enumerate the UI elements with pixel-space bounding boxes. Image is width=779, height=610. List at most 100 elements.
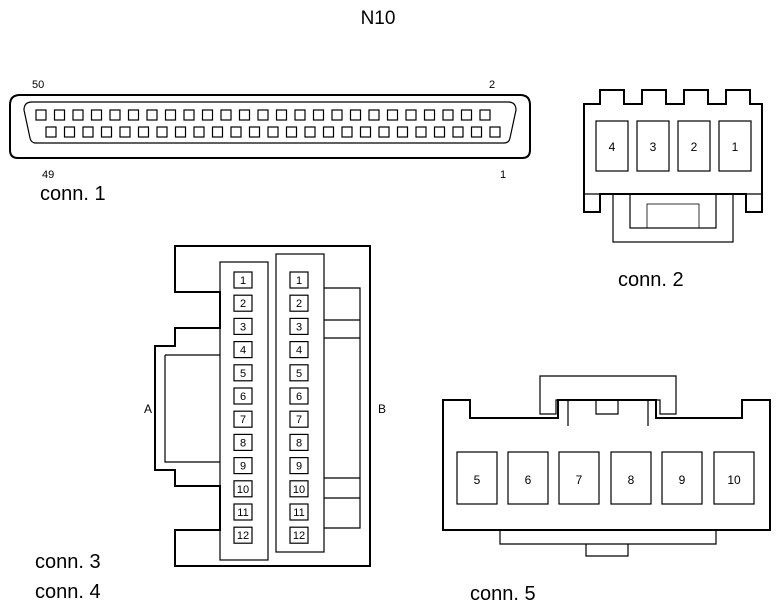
conn4-pin-label: 3 xyxy=(296,321,302,333)
conn4-pin-label: 5 xyxy=(296,368,302,380)
conn4-pin-label: 10 xyxy=(293,484,305,496)
conn3-pin-box xyxy=(233,410,253,428)
conn3-pin-box xyxy=(233,387,253,405)
conn1-top-pin xyxy=(312,109,325,121)
conn4-pin-label: 12 xyxy=(293,530,305,542)
conn1-top-pin xyxy=(294,109,306,121)
conn3-pin-box xyxy=(233,341,253,359)
conn1-bottom-pin xyxy=(230,126,242,138)
conn3-pin-box xyxy=(233,433,253,451)
conn1-bottom-pin xyxy=(489,126,501,138)
conn4-pin-box xyxy=(289,457,309,475)
conn1-top-pin xyxy=(405,109,417,121)
conn3-pin-box xyxy=(233,364,253,382)
conn1-top-pin xyxy=(72,109,84,121)
conn1-top-pin xyxy=(423,109,436,121)
conn1-bottom-pin xyxy=(119,126,131,138)
conn1-bottom-pin xyxy=(285,126,298,138)
conn1-bottom-pin xyxy=(45,126,57,138)
conn1-top-pin xyxy=(442,109,454,121)
conn4-pin-box xyxy=(289,503,309,521)
conn5-pin-label: 6 xyxy=(525,473,532,487)
conn5-latch-top xyxy=(539,375,677,415)
conn5-cavity xyxy=(610,451,652,505)
conn5-cavity xyxy=(507,451,549,505)
conn5-cavity xyxy=(713,451,755,505)
conn1-bottom-pin xyxy=(193,126,205,138)
conn1-bottom-pin xyxy=(63,126,76,138)
conn1-bottom-pin xyxy=(248,126,261,138)
conn1-pin-1-label: 1 xyxy=(500,169,506,181)
conn3-pin-label: 4 xyxy=(240,345,246,357)
conn34-column-b xyxy=(275,253,325,553)
conn5-pin-label: 8 xyxy=(628,473,635,487)
conn2-pin-label: 2 xyxy=(691,140,698,154)
conn3-pin-label: 6 xyxy=(240,391,246,403)
connector-1: 50 2 49 1 conn. 1 xyxy=(9,79,531,205)
conn3-pin-label: 2 xyxy=(240,298,246,310)
conn4-pin-label: 4 xyxy=(296,345,302,357)
conn1-bottom-pin xyxy=(378,126,390,138)
conn1-bottom-pin xyxy=(359,126,372,138)
conn3-pin-box xyxy=(233,503,253,521)
conn2-pin-label: 1 xyxy=(732,140,739,154)
conn4-pin-label: 11 xyxy=(293,507,304,519)
conn1-top-pin xyxy=(368,109,380,121)
conn1-bottom-pin xyxy=(415,126,427,138)
conn1-top-pin xyxy=(35,109,47,121)
conn1-bottom-pin xyxy=(452,126,464,138)
conn1-bottom-pin xyxy=(322,126,335,138)
conn4-pin-box xyxy=(289,364,309,382)
conn4-pin-box xyxy=(289,526,309,544)
conn1-bottom-pin xyxy=(174,126,187,138)
conn4-pin-box xyxy=(289,410,309,428)
conn1-top-pin xyxy=(164,109,177,121)
conn34-column-a xyxy=(219,261,269,561)
conn1-top-pin xyxy=(201,109,214,121)
conn4-pin-label: 1 xyxy=(296,275,302,287)
conn1-label: conn. 1 xyxy=(40,183,106,205)
conn1-pin-49-label: 49 xyxy=(42,169,54,181)
conn1-bottom-pin xyxy=(304,126,316,138)
conn4-pin-box xyxy=(289,271,309,289)
conn4-pin-box xyxy=(289,433,309,451)
conn2-latch-inner xyxy=(629,193,717,229)
conn1-bottom-pin xyxy=(211,126,224,138)
conn2-cavity xyxy=(718,120,752,172)
conn3-pin-box xyxy=(233,294,253,312)
conn3-pin-label: 5 xyxy=(240,368,246,380)
conn4-pin-box xyxy=(289,341,309,359)
conn5-pin-label: 9 xyxy=(679,473,686,487)
conn1-pin-50-label: 50 xyxy=(32,79,44,91)
conn3-pin-label: 7 xyxy=(240,414,246,426)
conn2-latch xyxy=(612,193,734,243)
conn34-tabs-b xyxy=(324,287,361,529)
conn5-cavity xyxy=(558,451,600,505)
conn5-pin-label: 5 xyxy=(474,473,481,487)
conn4-label: conn. 4 xyxy=(35,581,101,603)
conn1-top-pin xyxy=(331,109,343,121)
conn1-top-pin xyxy=(479,109,491,121)
conn3-pin-label: 3 xyxy=(240,321,246,333)
conn3-pin-box xyxy=(233,317,253,335)
conn1-bottom-pin xyxy=(100,126,113,138)
conn1-top-pin xyxy=(109,109,121,121)
conn4-pin-box xyxy=(289,387,309,405)
conn1-top-pin xyxy=(349,109,362,121)
diagram-title: N10 xyxy=(361,8,396,29)
conn1-bottom-pin xyxy=(341,126,353,138)
conn3-pin-label: 11 xyxy=(237,507,248,519)
conn1-pin-2-label: 2 xyxy=(489,79,495,91)
conn1-top-pin xyxy=(275,109,288,121)
conn34-side-a-label: A xyxy=(144,402,152,416)
conn1-bottom-row xyxy=(45,126,501,138)
conn2-cavity xyxy=(595,120,629,172)
conn2-latch-core xyxy=(646,203,700,229)
conn1-top-pin xyxy=(127,109,140,121)
conn1-bottom-pin xyxy=(82,126,94,138)
conn3-pin-label: 9 xyxy=(240,461,246,473)
